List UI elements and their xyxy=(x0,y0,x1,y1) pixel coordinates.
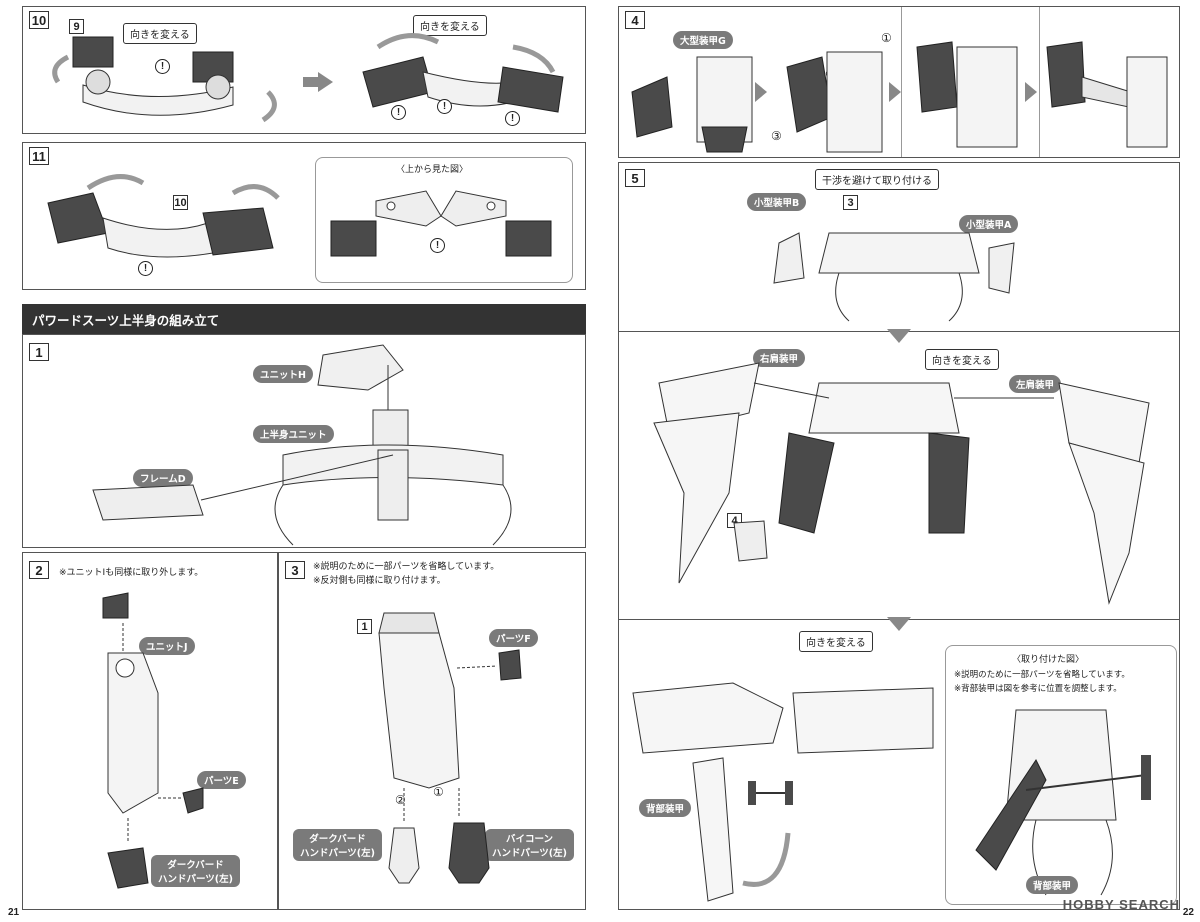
step-note: ※説明のために一部パーツを省略しています。 xyxy=(313,562,500,572)
step-number: 5 xyxy=(625,169,645,187)
top-view-inset: 〈上から見た図〉 ! xyxy=(315,157,573,283)
part-label: 大型装甲G xyxy=(673,31,733,49)
part-ref: 3 xyxy=(843,195,858,210)
rotate-callout: 向きを変える xyxy=(925,349,999,370)
step-10-panel: 10 9 向きを変える 向きを変える ! ! ! ! xyxy=(22,6,586,134)
step-note: ※反対側も同様に取り付けます。 xyxy=(313,576,446,586)
top-view-illustration xyxy=(330,190,552,257)
inset-title: 〈取り付けた図〉 xyxy=(1012,655,1085,665)
part-label: フレームD xyxy=(133,469,193,487)
part-label: 背部装甲 xyxy=(1026,876,1079,894)
part-label: ダークバード ハンドパーツ(左) xyxy=(293,829,382,861)
step-number: 11 xyxy=(29,147,49,165)
caution-icon: ! xyxy=(155,59,170,74)
flow-arrow xyxy=(887,617,911,631)
step-11-panel: 11 10 ! 〈上から見た図〉 ! xyxy=(22,142,586,290)
part-illustration xyxy=(631,41,1168,153)
caution-icon: ! xyxy=(138,261,153,276)
watermark-logo: HOBBY SEARCH xyxy=(1062,897,1180,912)
step-4-panel: 4 大型装甲G ① ② ③ xyxy=(618,6,1180,158)
section-title: パワードスーツ上半身の組み立て xyxy=(22,304,586,334)
order-mark: ② xyxy=(395,793,406,807)
panel-divider xyxy=(1039,7,1040,157)
part-label: バイコーン ハンドパーツ(左) xyxy=(485,829,574,861)
order-mark: ① xyxy=(881,31,892,45)
part-label: 上半身ユニット xyxy=(253,425,334,443)
page-number: 22 xyxy=(1182,907,1194,918)
part-label: 小型装甲A xyxy=(959,215,1019,233)
caution-icon: ! xyxy=(437,99,452,114)
upper-body-step-1-panel: 1 ユニットH 上半身ユニット フレームD xyxy=(22,334,586,548)
part-label: 左肩装甲 xyxy=(1009,375,1062,393)
part-label: パーツE xyxy=(197,771,246,789)
flow-arrow xyxy=(887,329,911,343)
part-illustration xyxy=(773,232,1015,322)
part-label: ダークバード ハンドパーツ(左) xyxy=(151,855,240,887)
inset-title: 〈上から見た図〉 xyxy=(396,165,469,175)
part-label: ユニットJ xyxy=(139,637,195,655)
order-mark: ③ xyxy=(771,129,782,143)
part-illustration xyxy=(52,33,564,123)
part-ref: 9 xyxy=(69,19,84,34)
step-number: 4 xyxy=(625,11,645,29)
part-label: 右肩装甲 xyxy=(753,349,806,367)
step-number: 2 xyxy=(29,561,49,579)
page-number: 21 xyxy=(8,907,20,918)
step-number: 1 xyxy=(29,343,49,361)
left-page: 10 9 向きを変える 向きを変える ! ! ! ! 11 xyxy=(8,6,586,918)
caution-icon: ! xyxy=(391,105,406,120)
interference-callout: 干渉を避けて取り付ける xyxy=(815,169,939,190)
inset-note: ※背部装甲は図を参考に位置を調整します。 xyxy=(954,684,1122,694)
attached-view-inset: 〈取り付けた図〉 ※説明のために一部パーツを省略しています。 ※背部装甲は図を参… xyxy=(945,645,1177,905)
part-label: 背部装甲 xyxy=(639,799,692,817)
part-illustration xyxy=(47,174,280,258)
step-number: 10 xyxy=(29,11,49,29)
attached-illustration xyxy=(975,709,1151,896)
part-illustration xyxy=(378,612,522,884)
inset-note: ※説明のために一部パーツを省略しています。 xyxy=(954,670,1130,680)
part-illustration xyxy=(102,592,204,889)
caution-icon: ! xyxy=(505,111,520,126)
rotate-callout: 向きを変える xyxy=(799,631,873,652)
step-5-panel: 5 干渉を避けて取り付ける 3 小型装甲B 小型装甲A 右肩装甲 左肩装甲 向き… xyxy=(618,162,1180,910)
upper-body-step-2-panel: 2 ※ユニットIも同様に取り外します。 ユニットJ パーツE ダークバード ハン… xyxy=(22,552,278,910)
part-label: パーツF xyxy=(489,629,538,647)
part-ref: 1 xyxy=(357,619,372,634)
part-label: ユニットH xyxy=(253,365,313,383)
part-illustration xyxy=(92,344,512,546)
caution-icon: ! xyxy=(430,238,445,253)
part-illustration xyxy=(653,362,1150,605)
part-illustration xyxy=(632,682,934,902)
part-label: 小型装甲B xyxy=(747,193,807,211)
right-page: 4 大型装甲G ① ② ③ 5 干渉を避けて取り付ける 3 小型装甲B xyxy=(600,0,1200,922)
part-ref: 10 xyxy=(173,195,188,210)
order-mark: ① xyxy=(433,785,444,799)
step-number: 3 xyxy=(285,561,305,579)
panel-divider xyxy=(901,7,902,157)
rotate-callout: 向きを変える xyxy=(413,15,487,36)
step-note: ※ユニットIも同様に取り外します。 xyxy=(59,568,204,578)
upper-body-step-3-panel: 3 ※説明のために一部パーツを省略しています。 ※反対側も同様に取り付けます。 … xyxy=(278,552,586,910)
rotate-callout: 向きを変える xyxy=(123,23,197,44)
